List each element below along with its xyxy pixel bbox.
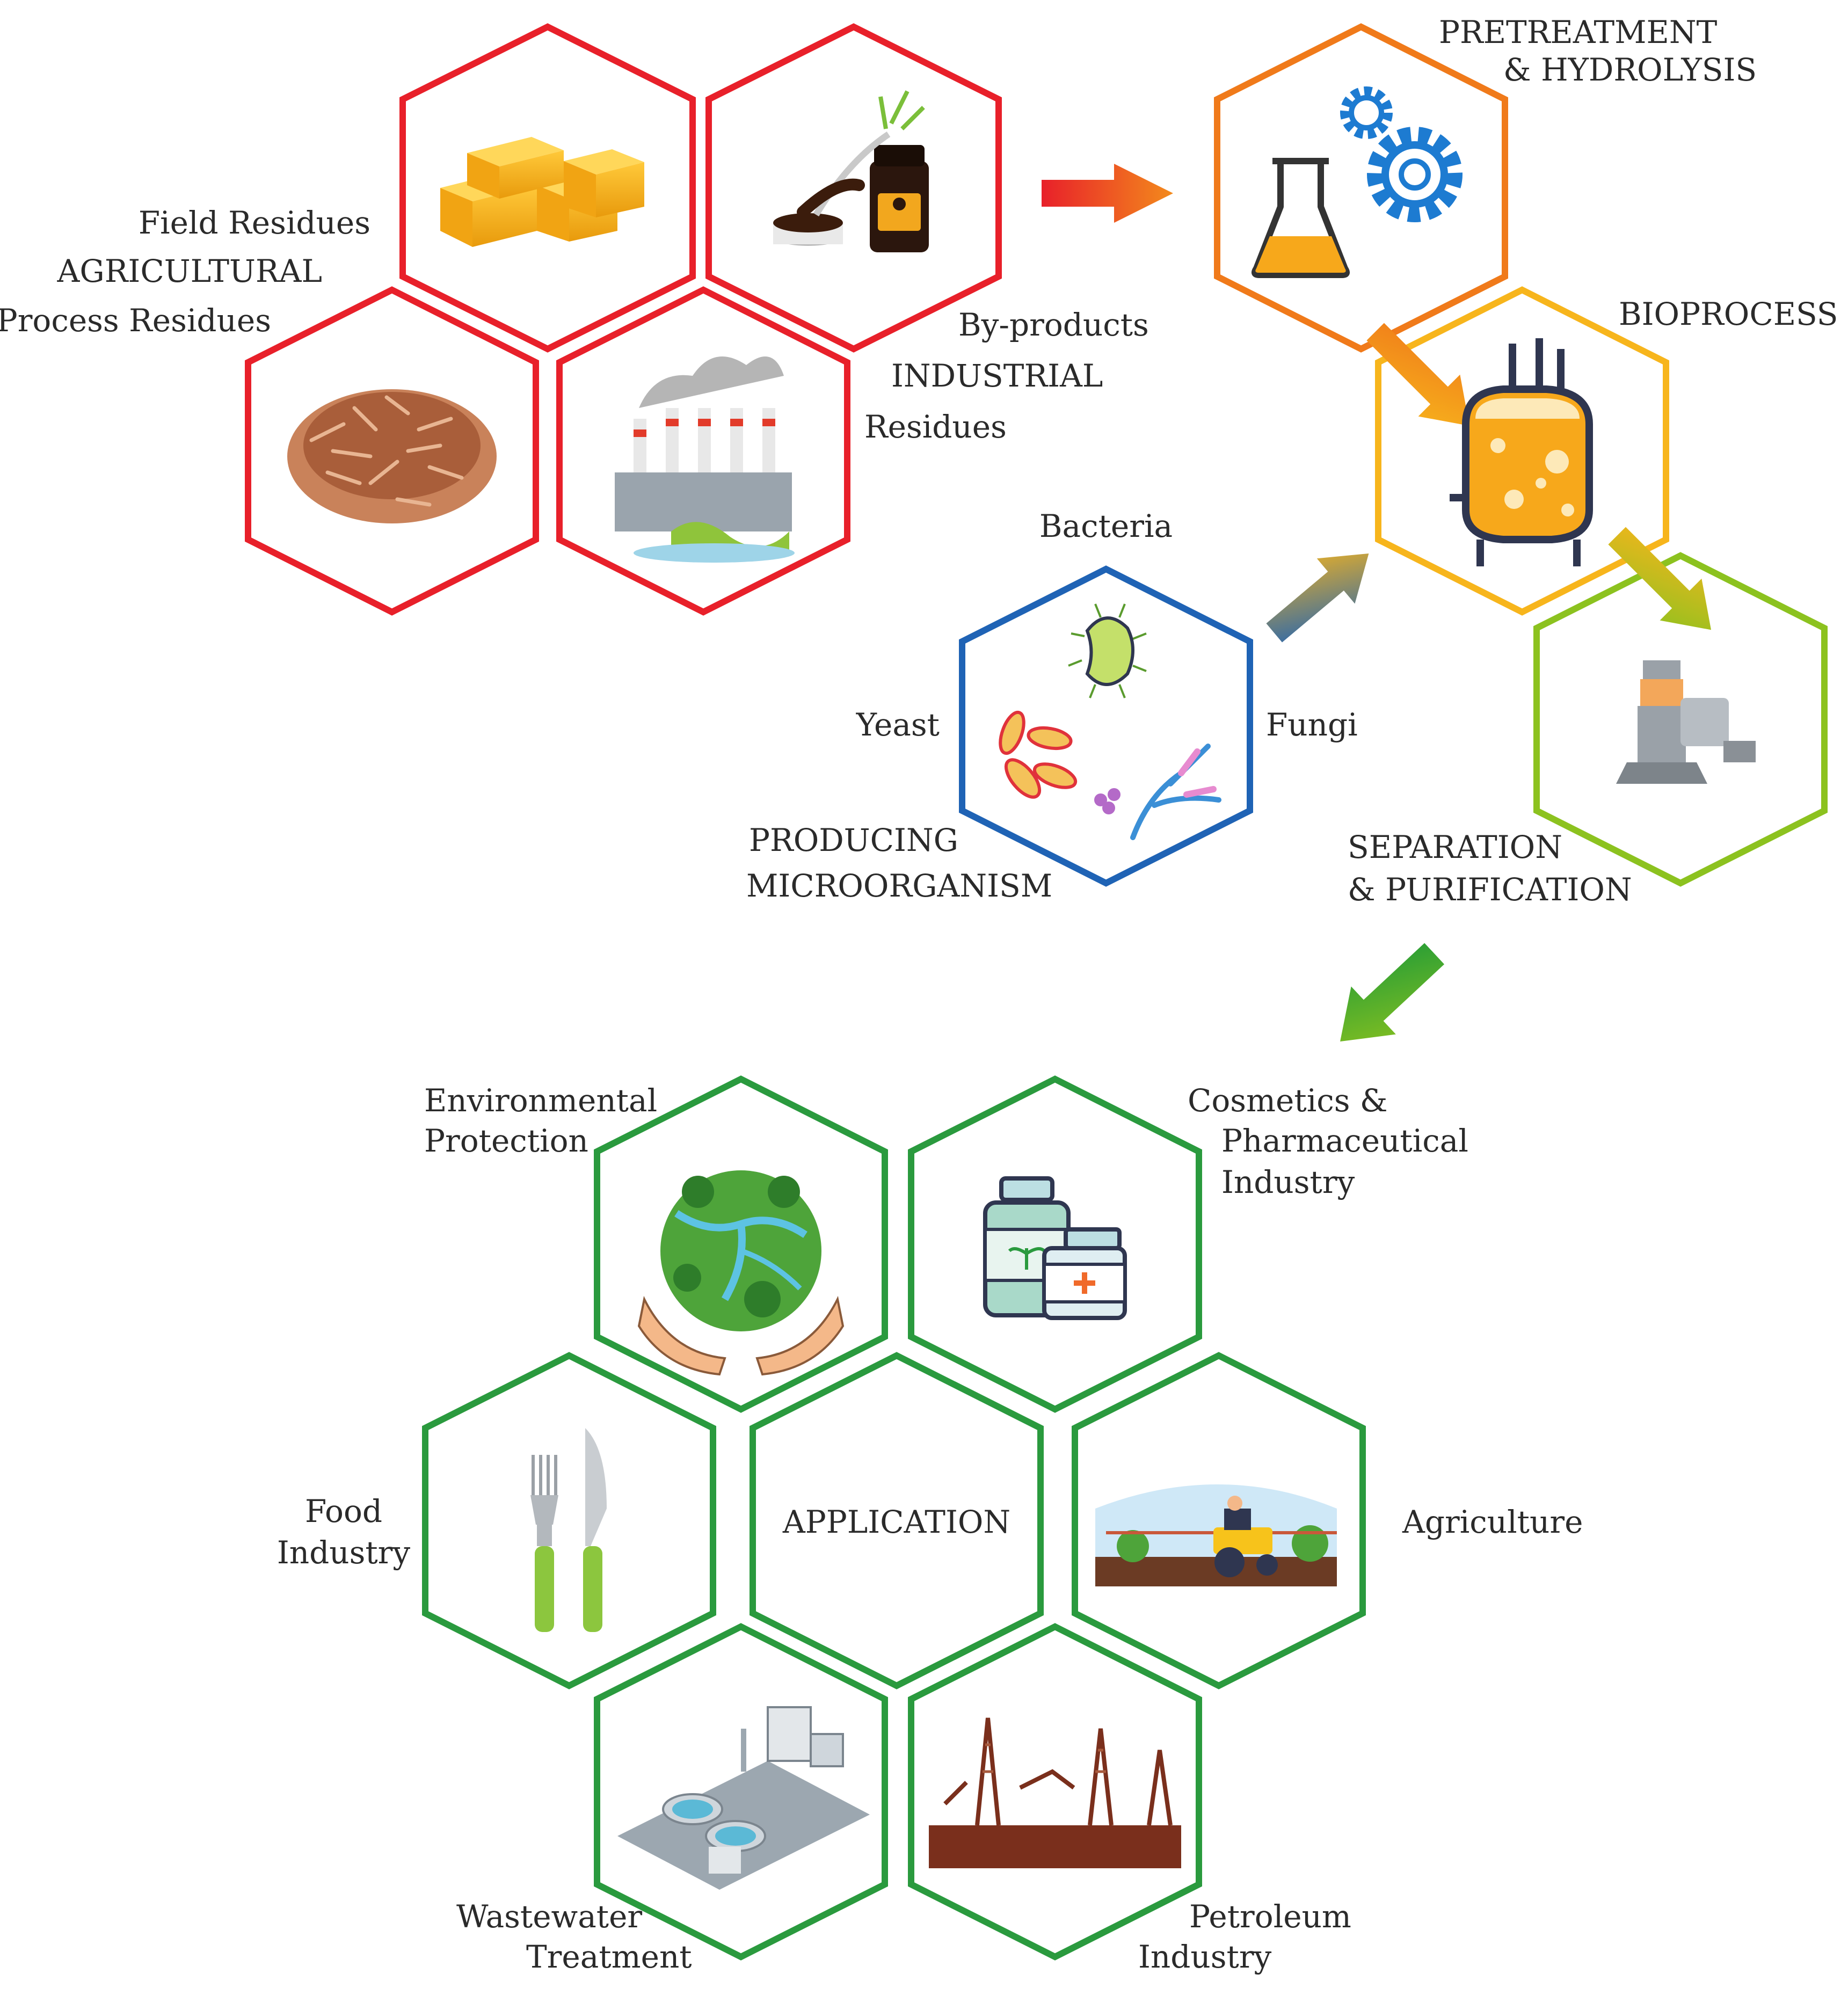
earth-in-hands-icon bbox=[637, 1170, 845, 1376]
hex-environmental bbox=[594, 1075, 888, 1413]
arrow-pretreatment-to-bioprocess bbox=[1366, 323, 1470, 426]
label-cos-2: Pharmaceutical bbox=[1221, 1123, 1468, 1159]
hay-bales-icon bbox=[440, 137, 644, 247]
hexagons bbox=[245, 23, 1828, 1961]
label-agricultural: AGRICULTURAL bbox=[57, 253, 322, 289]
label-producing: PRODUCING bbox=[749, 822, 958, 858]
label-bioprocess: BIOPROCESS bbox=[1619, 296, 1838, 332]
hex-pretreatment bbox=[1214, 23, 1508, 353]
fork-knife-icon bbox=[530, 1428, 607, 1632]
label-application: APPLICATION bbox=[782, 1504, 1010, 1540]
hex-petroleum bbox=[908, 1623, 1202, 1961]
hex-process-residues bbox=[245, 286, 539, 616]
labels: Field Residues AGRICULTURAL Process Resi… bbox=[0, 14, 1838, 1975]
grain-husks-icon bbox=[287, 389, 497, 523]
label-food-2: Industry bbox=[277, 1534, 411, 1571]
hex-application bbox=[750, 1352, 1044, 1689]
hex-field-residues-full bbox=[399, 23, 696, 353]
treatment-plant-icon bbox=[617, 1706, 870, 1890]
label-separation: SEPARATION bbox=[1348, 829, 1562, 865]
label-yeast: Yeast bbox=[856, 706, 940, 743]
label-pet-1: Petroleum bbox=[1189, 1898, 1351, 1935]
hex-by-products bbox=[705, 23, 1002, 353]
label-env-1: Environmental bbox=[424, 1082, 657, 1119]
label-industrial: INDUSTRIAL bbox=[891, 358, 1103, 394]
hex-bioprocess bbox=[1375, 286, 1669, 616]
label-purification: & PURIFICATION bbox=[1348, 871, 1632, 908]
hex-agriculture bbox=[1072, 1352, 1366, 1689]
arrow-microorganism-to-bioprocess bbox=[1266, 553, 1369, 643]
label-field-residues: Field Residues bbox=[139, 205, 370, 241]
microbes-icon bbox=[999, 603, 1221, 840]
bioreactor-icon bbox=[1450, 338, 1593, 566]
label-food-1: Food bbox=[305, 1493, 382, 1529]
medicine-bottles-icon bbox=[983, 1176, 1127, 1320]
arrow-residues-to-pretreatment bbox=[1042, 164, 1173, 223]
hex-wastewater bbox=[594, 1623, 888, 1961]
hex-cosmetics bbox=[908, 1075, 1202, 1413]
pump-icon bbox=[1616, 660, 1756, 784]
hex-microorganism bbox=[959, 565, 1253, 887]
tractor-icon bbox=[1095, 1484, 1337, 1586]
hex-food bbox=[422, 1352, 716, 1689]
label-env-2: Protection bbox=[424, 1123, 588, 1159]
label-cos-1: Cosmetics & bbox=[1188, 1082, 1388, 1119]
arrow-separation-to-application bbox=[1340, 943, 1445, 1042]
arrows bbox=[1042, 164, 1712, 1042]
label-waste-1: Wastewater bbox=[456, 1898, 642, 1935]
flask-icon bbox=[1252, 158, 1350, 278]
label-residues: Residues bbox=[864, 409, 1007, 445]
label-bacteria: Bacteria bbox=[1039, 508, 1173, 544]
label-pretreatment: PRETREATMENT bbox=[1439, 14, 1718, 50]
label-by-products: By-products bbox=[958, 307, 1149, 343]
gears-icon bbox=[1340, 86, 1463, 222]
label-pet-2: Industry bbox=[1138, 1939, 1272, 1975]
hex-industrial-residues bbox=[556, 286, 850, 616]
label-agriculture: Agriculture bbox=[1402, 1504, 1583, 1540]
label-microorganism: MICROORGANISM bbox=[746, 868, 1052, 904]
arrow-bioprocess-to-separation bbox=[1608, 527, 1712, 630]
label-fungi: Fungi bbox=[1266, 706, 1358, 743]
hex-separation bbox=[1533, 552, 1828, 887]
label-waste-2: Treatment bbox=[526, 1939, 692, 1975]
label-cos-3: Industry bbox=[1221, 1164, 1355, 1200]
oil-rigs-icon bbox=[929, 1717, 1181, 1868]
molasses-jar-icon bbox=[773, 90, 929, 252]
label-hydrolysis: & HYDROLYSIS bbox=[1503, 52, 1757, 88]
label-process-residues: Process Residues bbox=[0, 302, 271, 339]
factory-icon bbox=[615, 356, 795, 563]
